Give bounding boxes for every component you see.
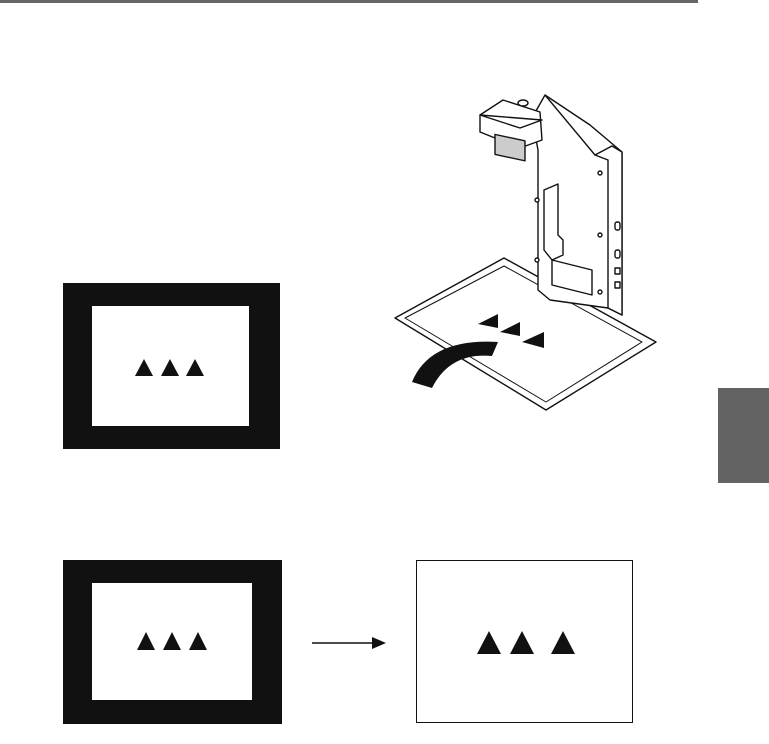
framed-image-before bbox=[63, 283, 280, 449]
cropped-image-result bbox=[416, 560, 633, 723]
section-tab bbox=[718, 388, 769, 483]
triangles-icon bbox=[477, 631, 575, 654]
triangles-icon bbox=[135, 359, 204, 376]
framed-image-source bbox=[63, 560, 282, 724]
document-camera-icon bbox=[394, 94, 657, 411]
header-rule bbox=[0, 0, 698, 3]
arrow-right-icon bbox=[312, 637, 386, 649]
document-camera-illustration bbox=[394, 94, 657, 411]
triangles-icon bbox=[137, 632, 207, 650]
